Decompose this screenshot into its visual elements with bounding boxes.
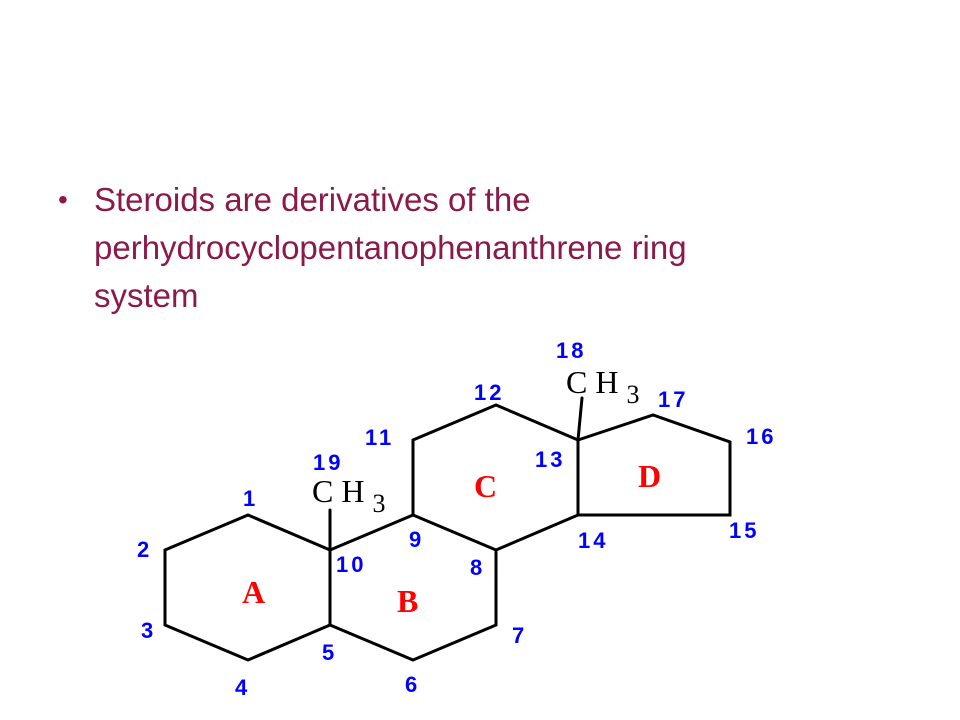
ring-c-bonds — [411, 403, 580, 552]
atom-number-7: 7 — [512, 623, 527, 648]
ring-label-a: A — [242, 574, 265, 610]
ring-label-b: B — [397, 583, 418, 619]
atom-number-12: 12 — [474, 380, 504, 405]
atom-number-10: 10 — [336, 552, 366, 577]
methyl-group-19: CH3 — [312, 473, 385, 518]
atom-number-9: 9 — [409, 527, 424, 552]
bullet-line-2: perhydrocyclopentanophenanthrene ring — [94, 229, 687, 266]
atom-number-4: 4 — [235, 675, 250, 700]
atom-number-15: 15 — [729, 518, 759, 543]
atom-number-5: 5 — [322, 640, 337, 665]
atom-number-3: 3 — [141, 618, 156, 643]
bullet-point: • — [58, 184, 68, 215]
methyl-group-18: CH3 — [566, 364, 639, 409]
ring-label-d: D — [638, 458, 661, 494]
methyl-bond-18 — [576, 396, 584, 442]
ring-label-c: C — [474, 468, 497, 504]
atom-number-2: 2 — [137, 537, 152, 562]
atom-number-17: 17 — [658, 387, 688, 412]
atom-number-6: 6 — [405, 672, 420, 697]
atom-number-13: 13 — [535, 447, 565, 472]
bullet-line-3: system — [94, 277, 199, 314]
bullet-item: • Steroids are derivatives of the perhyd… — [58, 176, 918, 320]
atom-number-16: 16 — [746, 424, 776, 449]
ring-b-bonds — [328, 513, 498, 662]
ring-d-bonds — [576, 413, 732, 517]
bullet-text: Steroids are derivatives of the perhydro… — [94, 176, 687, 320]
atom-number-11: 11 — [365, 425, 394, 450]
atom-number-8: 8 — [470, 555, 485, 580]
atom-number-1: 1 — [243, 486, 258, 511]
atom-number-19: 19 — [313, 450, 343, 475]
atom-number-14: 14 — [578, 528, 608, 553]
atom-number-18: 18 — [556, 338, 586, 363]
bullet-line-1: Steroids are derivatives of the — [94, 181, 531, 218]
